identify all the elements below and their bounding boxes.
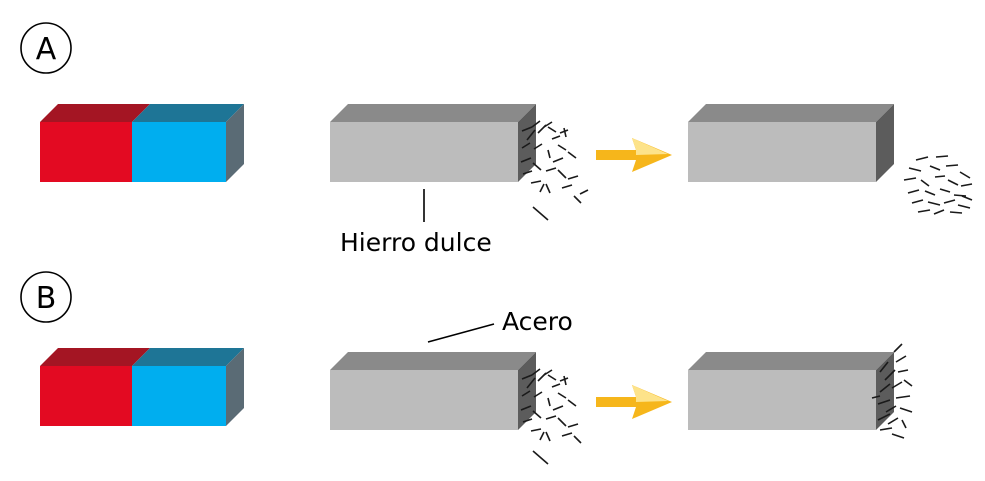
acero-label: Acero [502, 307, 573, 336]
hierro-dulce-callout: Hierro dulce [340, 189, 492, 257]
row-a-label: A [20, 22, 72, 74]
soft-iron-bar-a-after [688, 104, 894, 182]
row-b: B [20, 271, 913, 465]
row-a-label-text: A [36, 32, 57, 67]
acero-callout: Acero [427, 307, 573, 343]
row-a: A [20, 22, 973, 257]
steel-bar-b [330, 352, 536, 430]
magnet-b [40, 348, 244, 426]
soft-iron-bar-a [330, 104, 536, 182]
attached-iron-filings-icon [871, 343, 913, 439]
arrow-right-icon [596, 138, 672, 172]
steel-iron-filings-icon [520, 368, 582, 465]
iron-filings-icon [520, 120, 589, 221]
magnet-a [40, 104, 244, 182]
steel-bar-b-after [688, 352, 894, 430]
arrow-right-icon [596, 385, 672, 419]
fallen-iron-filings-icon [903, 155, 973, 215]
row-b-label-text: B [36, 281, 57, 316]
hierro-dulce-label: Hierro dulce [340, 228, 492, 257]
row-b-label: B [20, 271, 72, 323]
